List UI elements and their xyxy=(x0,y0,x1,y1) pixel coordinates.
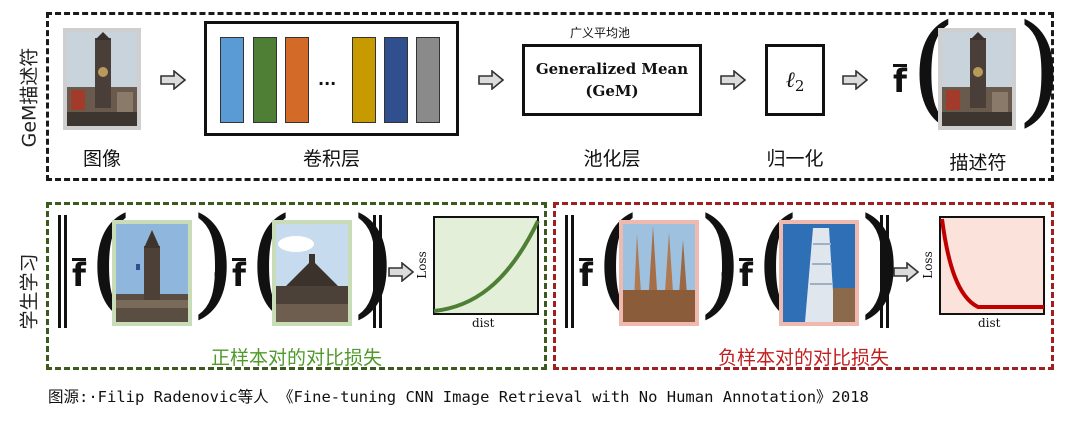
gem-descriptor-side-label: GeM描述符 xyxy=(18,47,41,148)
pool-top-label: 广义平均池 xyxy=(570,26,631,40)
conv-channel xyxy=(384,37,408,123)
skyscraper-photo xyxy=(783,224,855,322)
conv-ellipsis: ... xyxy=(318,70,337,89)
norm-subscript: 2 xyxy=(794,77,805,95)
right-paren: ) xyxy=(1016,0,1063,139)
right-paren: ) xyxy=(697,192,744,330)
pool-box-line2: (GeM) xyxy=(585,82,639,100)
arrow-right-icon xyxy=(893,262,919,282)
right-paren: ) xyxy=(190,192,237,330)
negative-plot-ylabel: Loss xyxy=(920,251,935,279)
gem-descriptor-panel xyxy=(46,12,1054,181)
clock-tower-photo xyxy=(942,32,1012,126)
pool-caption: 池化层 xyxy=(583,148,641,170)
conv-channel xyxy=(416,37,440,123)
conv-channel xyxy=(220,37,244,123)
positive-overbar-1 xyxy=(72,258,86,261)
positive-loss-plot xyxy=(433,216,540,315)
conv-channel xyxy=(253,37,277,123)
descriptor-caption: 描述符 xyxy=(949,152,1007,174)
negative-image-1 xyxy=(619,220,699,326)
positive-loss-curve xyxy=(433,220,540,313)
arrow-right-icon xyxy=(388,262,414,282)
arrow-right-icon xyxy=(842,70,868,90)
negative-plot-area xyxy=(939,216,1045,315)
negative-loss-plot xyxy=(939,216,1045,315)
positive-image-1 xyxy=(112,220,192,326)
arrow-right-icon xyxy=(720,70,746,90)
negative-f-symbol-1: f xyxy=(579,256,593,294)
norm-bars-left xyxy=(571,215,574,328)
positive-f-symbol-1: f xyxy=(72,256,86,294)
negative-image-2 xyxy=(779,220,859,326)
arrow-right-icon xyxy=(160,70,186,90)
negative-minus: - xyxy=(720,256,733,291)
norm-bars-left xyxy=(565,215,568,328)
norm-symbol: ℓ xyxy=(785,68,795,93)
positive-plot-area xyxy=(433,216,539,315)
norm-bars-right xyxy=(880,215,883,328)
negative-overbar-2 xyxy=(739,258,753,261)
descriptor-image xyxy=(938,28,1016,130)
chateau-photo xyxy=(276,224,348,322)
pool-box-line1: Generalized Mean xyxy=(535,60,689,78)
norm-caption: 归一化 xyxy=(766,148,824,170)
student-learning-side-label: 学生学习 xyxy=(18,253,41,330)
negative-loss-curve xyxy=(940,218,1044,309)
negative-caption: 负样本对的对比损失 xyxy=(717,347,889,369)
positive-image-2 xyxy=(272,220,352,326)
descriptor-symbol: f xyxy=(893,62,907,100)
positive-pair-panel xyxy=(46,202,547,370)
input-image xyxy=(63,28,141,130)
negative-plot-xlabel: dist xyxy=(978,316,1001,330)
sagrada-familia-photo xyxy=(623,224,695,322)
norm-bars-left xyxy=(64,215,67,328)
negative-pair-panel xyxy=(553,202,1054,370)
positive-overbar-2 xyxy=(232,258,246,261)
conv-caption: 卷积层 xyxy=(302,148,360,170)
norm-bars-right xyxy=(373,215,376,328)
norm-bars-left xyxy=(58,215,61,328)
arrow-right-icon xyxy=(478,70,504,90)
clock-tower-photo xyxy=(67,32,137,126)
source-footnote: 图源:·Filip Radenovic等人 《Fine-tuning CNN I… xyxy=(48,388,869,406)
positive-plot-xlabel: dist xyxy=(472,316,495,330)
norm-bars-right xyxy=(886,215,889,328)
image-caption: 图像 xyxy=(82,148,121,170)
positive-f-symbol-2: f xyxy=(232,256,246,294)
negative-f-symbol-2: f xyxy=(739,256,753,294)
conv-channel xyxy=(285,37,309,123)
town-hall-photo xyxy=(116,224,188,322)
positive-minus: - xyxy=(213,256,226,291)
positive-caption: 正样本对的对比损失 xyxy=(210,347,382,369)
gem-pooling-box: Generalized Mean (GeM) xyxy=(522,44,702,116)
norm-bars-right xyxy=(379,215,382,328)
conv-channel xyxy=(352,37,376,123)
negative-overbar-1 xyxy=(579,258,593,261)
positive-plot-ylabel: Loss xyxy=(414,251,429,279)
descriptor-overbar xyxy=(893,64,907,67)
